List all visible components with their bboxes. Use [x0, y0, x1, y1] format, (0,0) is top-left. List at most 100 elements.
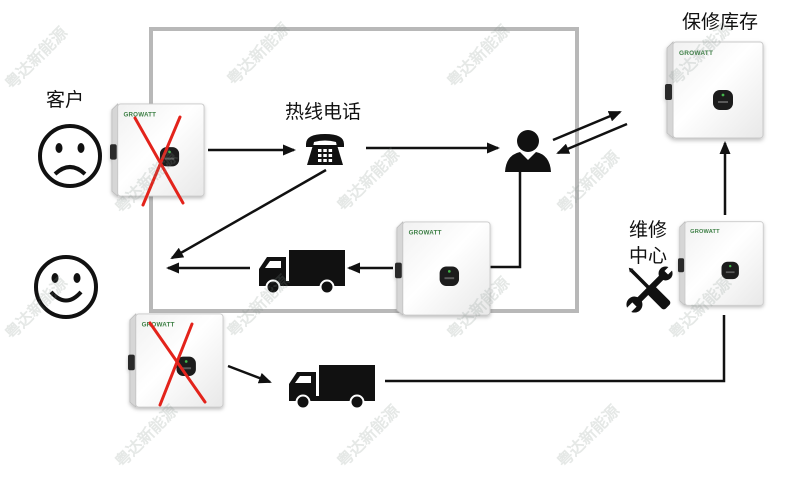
- inverter-face: [672, 41, 764, 139]
- line-truck-to-repair-center: [385, 315, 726, 383]
- warranty-stock-label: 保修库存: [682, 11, 758, 33]
- red-cross-icon: [133, 115, 185, 207]
- inverter-led: [447, 270, 451, 273]
- truck-window: [295, 376, 311, 383]
- person-head: [517, 130, 539, 152]
- inverter-brand-logo: GROWATT: [690, 229, 720, 235]
- face-eye: [55, 143, 63, 153]
- inverter-icon-faulty-return: GROWATT: [128, 313, 224, 408]
- inverter-bracket: [395, 262, 402, 279]
- watermark: 粤达新能源: [1, 23, 71, 93]
- cross-stroke: [133, 116, 185, 205]
- keypad-key: [323, 159, 327, 162]
- truck-window: [265, 261, 281, 268]
- wrench-shaft: [634, 273, 666, 305]
- watermark: 粤达新能源: [553, 147, 623, 217]
- hotline-label: 热线电话: [285, 101, 361, 123]
- wrench-jaw: [664, 265, 674, 275]
- truck-cargo-box: [319, 365, 375, 397]
- truck-wheel: [265, 279, 281, 295]
- telephone-icon: [306, 134, 344, 165]
- inverter-brand-logo: GROWATT: [142, 322, 175, 329]
- repair-center-label-line1: 维修: [629, 219, 667, 241]
- inverter-led: [728, 264, 732, 268]
- face-outline: [38, 124, 102, 188]
- inverter-screen-bar: [718, 101, 728, 103]
- inverter-icon-repair-center: GROWATT: [678, 220, 764, 307]
- keypad-key: [328, 159, 333, 162]
- customer-label: 客户: [46, 89, 84, 111]
- inverter-bracket: [128, 354, 135, 371]
- watermark: 粤达新能源: [223, 271, 293, 341]
- inverter-icon-warranty-stock: GROWATT: [665, 41, 764, 139]
- inverter-led: [168, 150, 171, 154]
- keypad-key: [318, 159, 322, 162]
- truck-cargo-box: [289, 250, 345, 282]
- inverter-bracket: [678, 258, 685, 273]
- screwdriver-shaft: [630, 269, 650, 289]
- inverter-led: [184, 360, 188, 363]
- inverter-screen-bar: [181, 367, 192, 370]
- cross-stroke: [141, 115, 182, 207]
- truck-wheel: [319, 279, 335, 295]
- inverter-display: [721, 261, 739, 280]
- inverter-led: [721, 93, 725, 97]
- wrench-icon: [625, 265, 674, 314]
- telephone-keypad: [318, 149, 333, 162]
- keypad-key: [323, 154, 327, 157]
- inverter-brand-logo: GROWATT: [679, 50, 713, 57]
- flow-arrows: [166, 110, 731, 384]
- inverter-screen-bar: [444, 277, 455, 280]
- watermark: 粤达新能源: [333, 145, 403, 215]
- repair-center-label-line2: 中心: [629, 245, 667, 267]
- inverter-screen-bar: [725, 271, 735, 274]
- arrow-stock-to-agent: [556, 122, 628, 155]
- truck-cab: [289, 372, 316, 398]
- inverter-bracket: [665, 84, 672, 100]
- arrow-faulty-to-truck: [227, 364, 272, 384]
- face-frown: [53, 165, 87, 176]
- watermark-layer: 粤达新能源 粤达新能源 粤达新能源 粤达新能源 粤达新能源 粤达新能源 粤达新能…: [1, 19, 735, 471]
- inverter-screen-bar: [164, 157, 175, 160]
- screwdriver-tip: [628, 267, 634, 273]
- face-eye: [77, 143, 85, 153]
- keypad-key: [318, 149, 322, 152]
- watermark: 粤达新能源: [111, 401, 181, 471]
- keypad-key: [328, 149, 333, 152]
- watermark: 粤达新能源: [553, 401, 623, 471]
- inverter-brand-logo: GROWATT: [123, 111, 156, 118]
- truck-wheel: [295, 394, 311, 410]
- truck-wheel: [349, 394, 365, 410]
- inverter-display: [713, 90, 733, 110]
- wrench-jaw: [625, 302, 637, 314]
- face-eye: [51, 273, 59, 283]
- keypad-key: [328, 154, 333, 157]
- inverter-display: [439, 266, 460, 286]
- red-cross-icon: [148, 321, 207, 407]
- keypad-key: [318, 154, 322, 157]
- person-icon: [505, 130, 551, 172]
- arrow-hotline-to-customer: [170, 168, 327, 260]
- inverter-display: [176, 356, 196, 377]
- smiley-face-icon: [34, 255, 98, 319]
- person-body: [505, 152, 551, 172]
- keypad-key: [323, 149, 327, 152]
- truck-chassis: [289, 396, 375, 401]
- face-outline: [34, 255, 98, 319]
- arrow-agent-to-stock: [552, 110, 622, 142]
- inverter-bracket: [110, 144, 117, 160]
- watermark: 粤达新能源: [333, 401, 403, 471]
- tools-icon: [625, 265, 674, 314]
- face-eye: [73, 273, 81, 283]
- truck-chassis: [259, 281, 345, 286]
- telephone-handset: [306, 134, 344, 147]
- inverter-icon-replacement: GROWATT: [395, 221, 491, 316]
- watermark: 粤达新能源: [443, 21, 513, 91]
- truck-icon: [259, 250, 345, 295]
- line-agent-to-replacement: [490, 172, 522, 269]
- face-smile: [49, 290, 83, 303]
- sad-face-icon: [38, 124, 102, 188]
- truck-icon: [289, 365, 375, 410]
- inverter-brand-logo: GROWATT: [409, 230, 442, 237]
